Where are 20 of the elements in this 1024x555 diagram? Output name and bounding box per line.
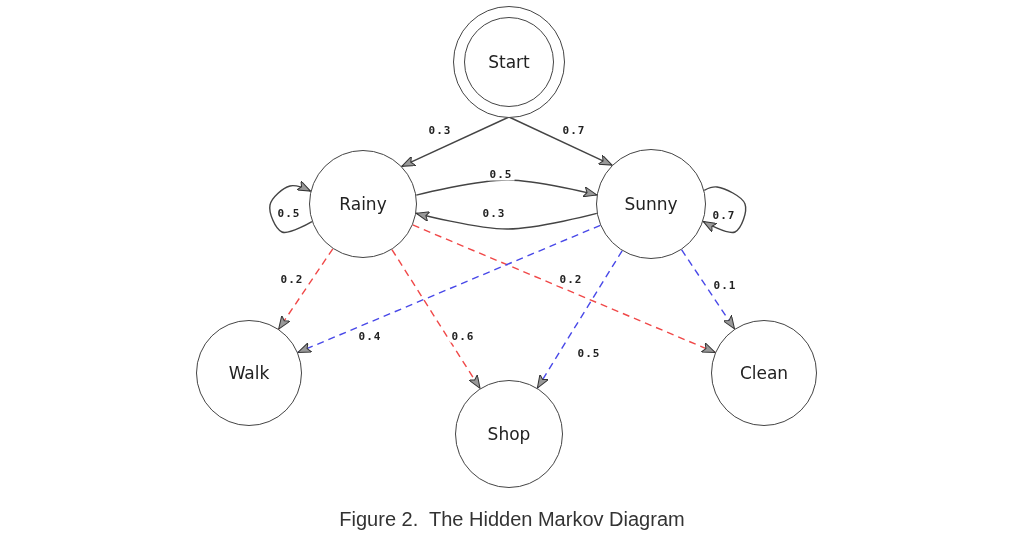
state-label: Clean [739, 363, 789, 383]
state-label: Sunny [624, 194, 678, 214]
arrow [412, 224, 716, 354]
arrow [702, 186, 747, 234]
edge-label: 0.5 [487, 167, 515, 181]
arrow [391, 248, 481, 390]
arrow [269, 180, 313, 234]
arrow [415, 179, 598, 198]
arrow [536, 250, 623, 389]
arrow [508, 116, 613, 166]
arrow [297, 224, 601, 354]
state-label: Shop [487, 424, 531, 444]
state-label: Start [488, 52, 530, 72]
arrow [401, 116, 510, 168]
arrow [680, 249, 736, 330]
state-label: Walk [228, 363, 270, 383]
state-label: Rainy [339, 194, 387, 214]
figure-caption: Figure 2. The Hidden Markov Diagram [339, 508, 685, 530]
arrow [415, 211, 598, 230]
arrow [277, 248, 334, 330]
